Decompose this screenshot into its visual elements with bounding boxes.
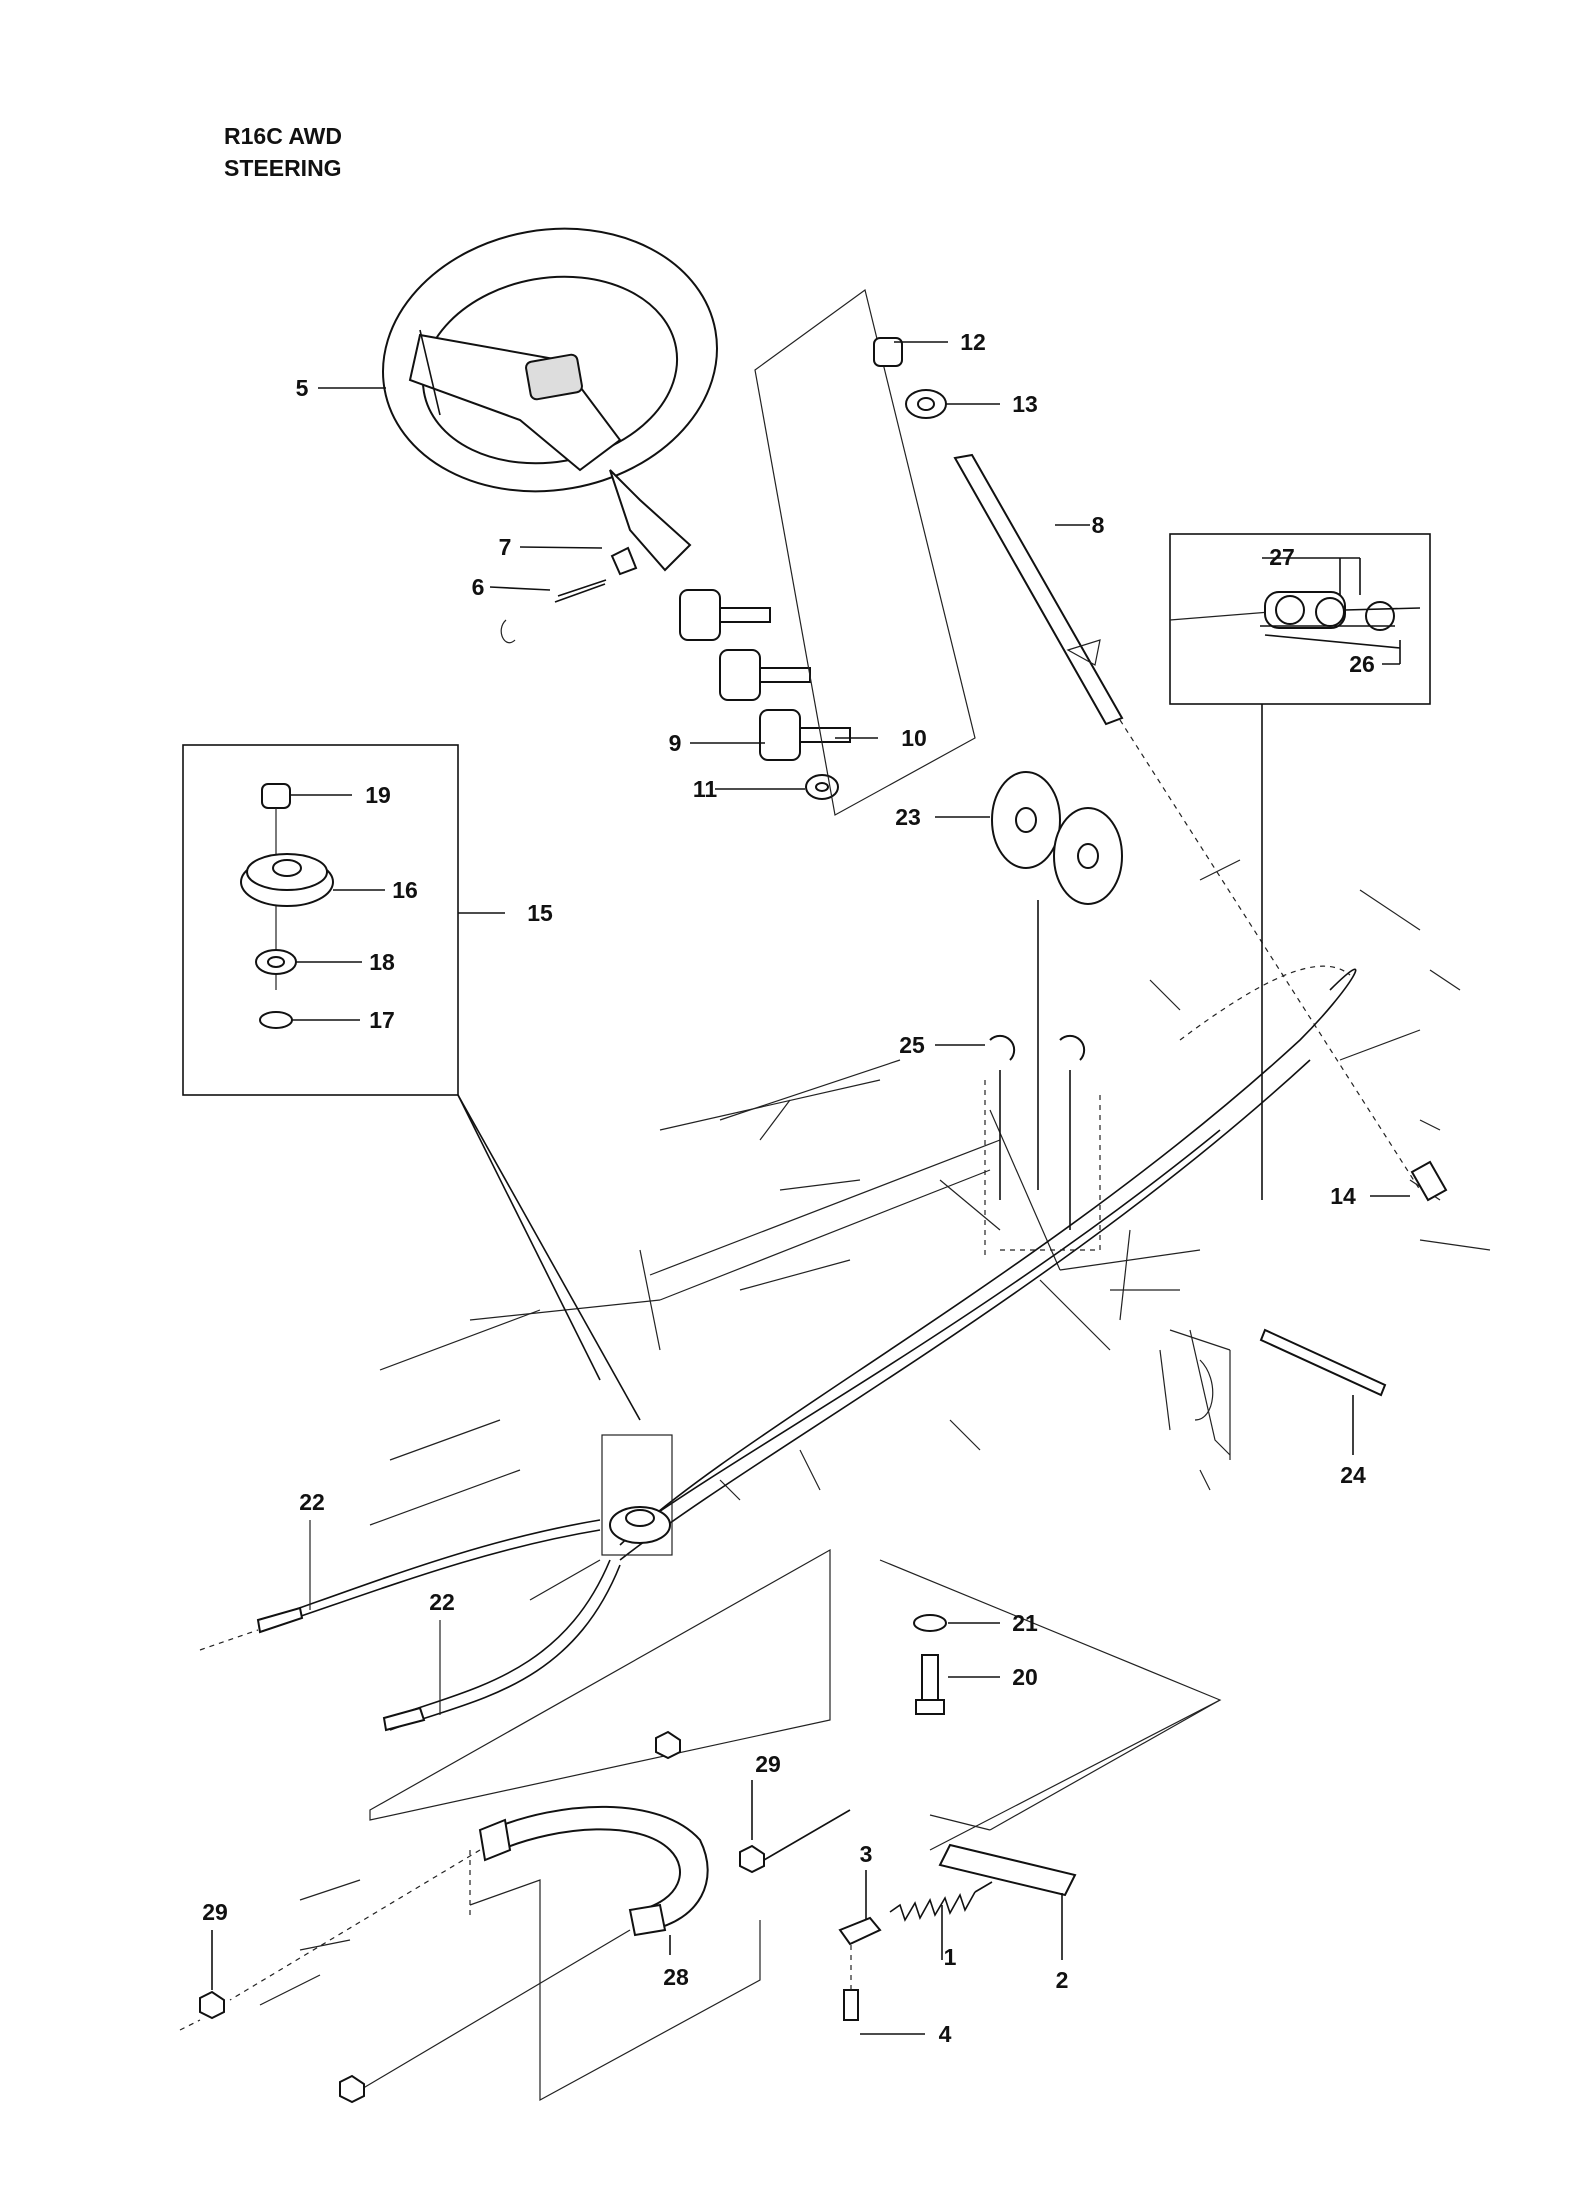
callout-22a: 22 [299, 1489, 325, 1515]
callout-15: 15 [527, 900, 553, 926]
callout-29b: 29 [202, 1899, 228, 1925]
shaft-assembly [754, 288, 1421, 1191]
callout-11: 11 [693, 776, 718, 802]
spring-assembly [838, 1699, 1221, 2035]
collar-middle [719, 649, 761, 701]
callout-23: 23 [895, 804, 921, 830]
callout-26: 26 [1349, 651, 1375, 677]
link-3 [838, 1916, 882, 1946]
steering-wheel-icon [382, 227, 718, 572]
set-screw-10 [799, 727, 851, 743]
husqvarna-crown-logo [525, 353, 583, 401]
section-title: STEERING [224, 155, 342, 181]
callout-22b: 22 [429, 1589, 455, 1615]
diagram-header: R16C AWD STEERING [224, 120, 342, 184]
pulleys-23 [991, 771, 1123, 1190]
callout-labels: 1 2 3 4 5 6 7 8 9 10 11 12 13 14 15 16 1… [202, 329, 1375, 2047]
collar-9 [759, 709, 801, 761]
callout-28: 28 [663, 1964, 689, 1990]
callout-3: 3 [860, 1841, 873, 1867]
callout-17: 17 [369, 1007, 395, 1033]
nut-7 [610, 546, 638, 576]
steering-shaft-8 [953, 453, 1124, 726]
set-screw-upper [719, 607, 771, 623]
callout-19: 19 [365, 782, 391, 808]
callout-12: 12 [960, 329, 986, 355]
screw-6 [554, 583, 606, 603]
bracket-28 [229, 1805, 761, 2102]
screw-4 [843, 1989, 859, 2021]
callout-29a: 29 [755, 1751, 781, 1777]
chain-detail-inset [1169, 533, 1431, 1200]
model-title: R16C AWD [224, 123, 342, 149]
circlip-17 [259, 1011, 293, 1029]
bolt-14 [1370, 1160, 1448, 1202]
callout-13: 13 [1012, 391, 1038, 417]
callout-20: 20 [1012, 1664, 1038, 1690]
cable-ends-22 [199, 1519, 831, 1821]
nuts-29 [179, 1730, 851, 2104]
callout-27: 27 [1269, 544, 1295, 570]
callout-16: 16 [392, 877, 418, 903]
callout-10: 10 [901, 725, 927, 751]
callout-21: 21 [1012, 1610, 1038, 1636]
e-clips-25 [989, 1034, 1086, 1230]
leader-lines [290, 341, 1090, 1046]
pin-24 [1259, 1328, 1387, 1455]
callout-2: 2 [1056, 1967, 1069, 1993]
spring-1 [889, 1891, 976, 1922]
callout-8: 8 [1092, 512, 1105, 538]
callout-18: 18 [369, 949, 395, 975]
callout-7: 7 [499, 534, 512, 560]
callout-9: 9 [669, 730, 682, 756]
callout-24: 24 [1340, 1462, 1366, 1488]
shaft-hardware [500, 546, 851, 800]
chassis-outline [259, 859, 1491, 2006]
bolt-20-washer-21 [879, 1559, 1222, 1851]
steering-cable [601, 965, 1357, 1561]
callout-1: 1 [944, 1944, 957, 1970]
set-screw-middle [759, 667, 811, 683]
plate-2 [938, 1843, 1077, 1897]
callout-5: 5 [296, 375, 309, 401]
pulley-detail-inset [182, 744, 641, 1421]
callout-4: 4 [939, 2021, 952, 2047]
bushing-19 [261, 783, 291, 809]
callout-6: 6 [472, 574, 485, 600]
callout-25: 25 [899, 1032, 925, 1058]
bushing-12 [873, 337, 903, 367]
collar-upper [679, 589, 721, 641]
callout-14: 14 [1330, 1183, 1356, 1209]
